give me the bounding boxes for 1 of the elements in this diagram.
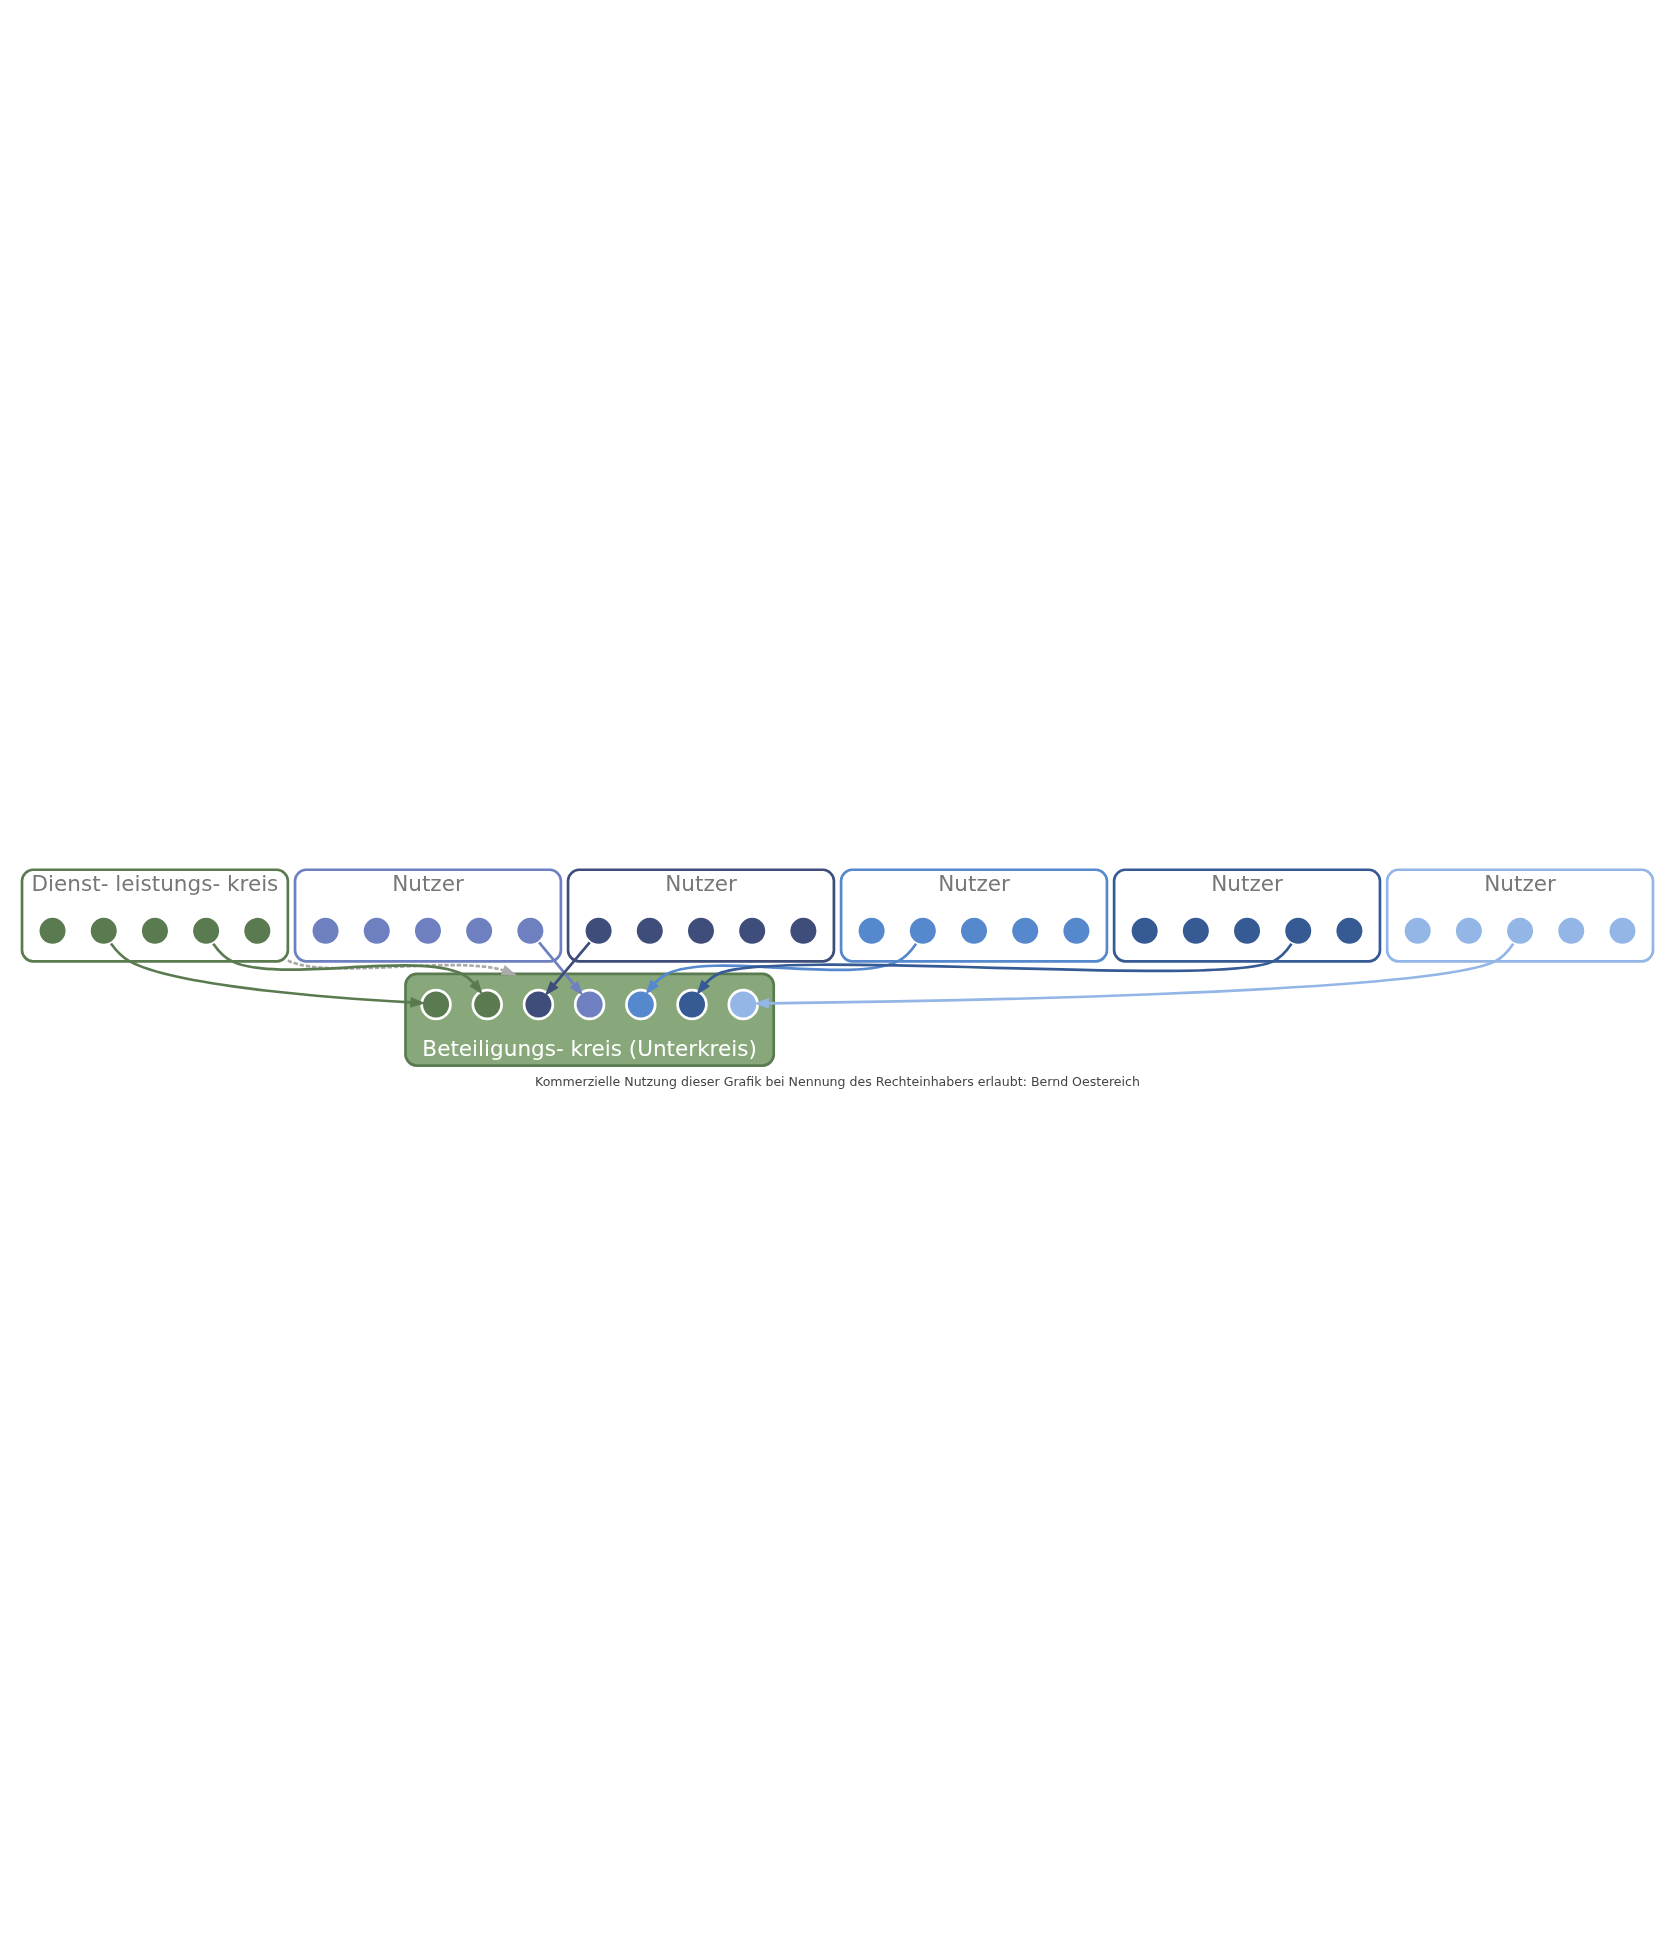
caption: Kommerzielle Nutzung dieser Grafik bei Nennung des Rechteinhabers erlaubt: Bernd Oestereich: [535, 1073, 1140, 1089]
